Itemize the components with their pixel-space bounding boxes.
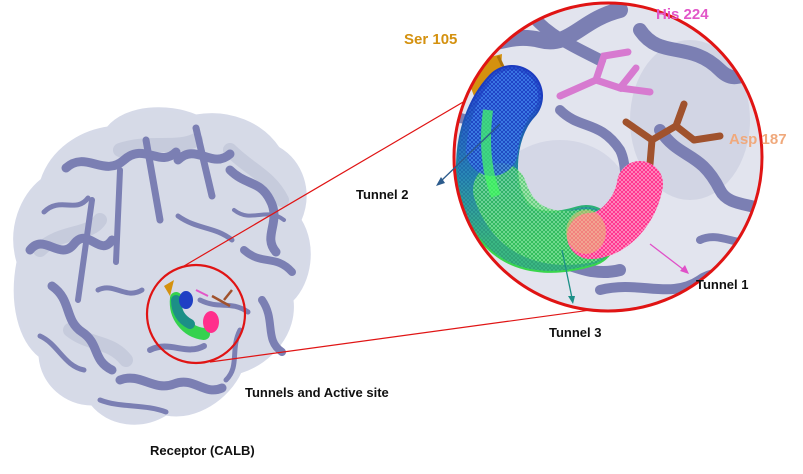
tunnel-2-label: Tunnel 2 [356, 187, 408, 202]
receptor-label: Receptor (CALB) [150, 443, 255, 458]
zoom-view [452, 1, 764, 313]
tunnel-3-label: Tunnel 3 [549, 325, 601, 340]
active-site-circle [145, 263, 247, 365]
ser-105-label: Ser 105 [404, 31, 457, 48]
tunnel-1-arrow [649, 243, 689, 274]
his-224-label: His 224 [656, 6, 709, 23]
zoom-circle [452, 1, 764, 313]
tunnel-3-arrow [561, 249, 575, 304]
tunnels-active-site-label: Tunnels and Active site [245, 385, 389, 400]
tunnel-2-arrow [436, 123, 501, 186]
protein-structure [13, 107, 311, 425]
asp-187-label: Asp 187 [729, 131, 787, 148]
tunnel-1-label: Tunnel 1 [696, 277, 748, 292]
zoom-line-top [183, 97, 471, 267]
